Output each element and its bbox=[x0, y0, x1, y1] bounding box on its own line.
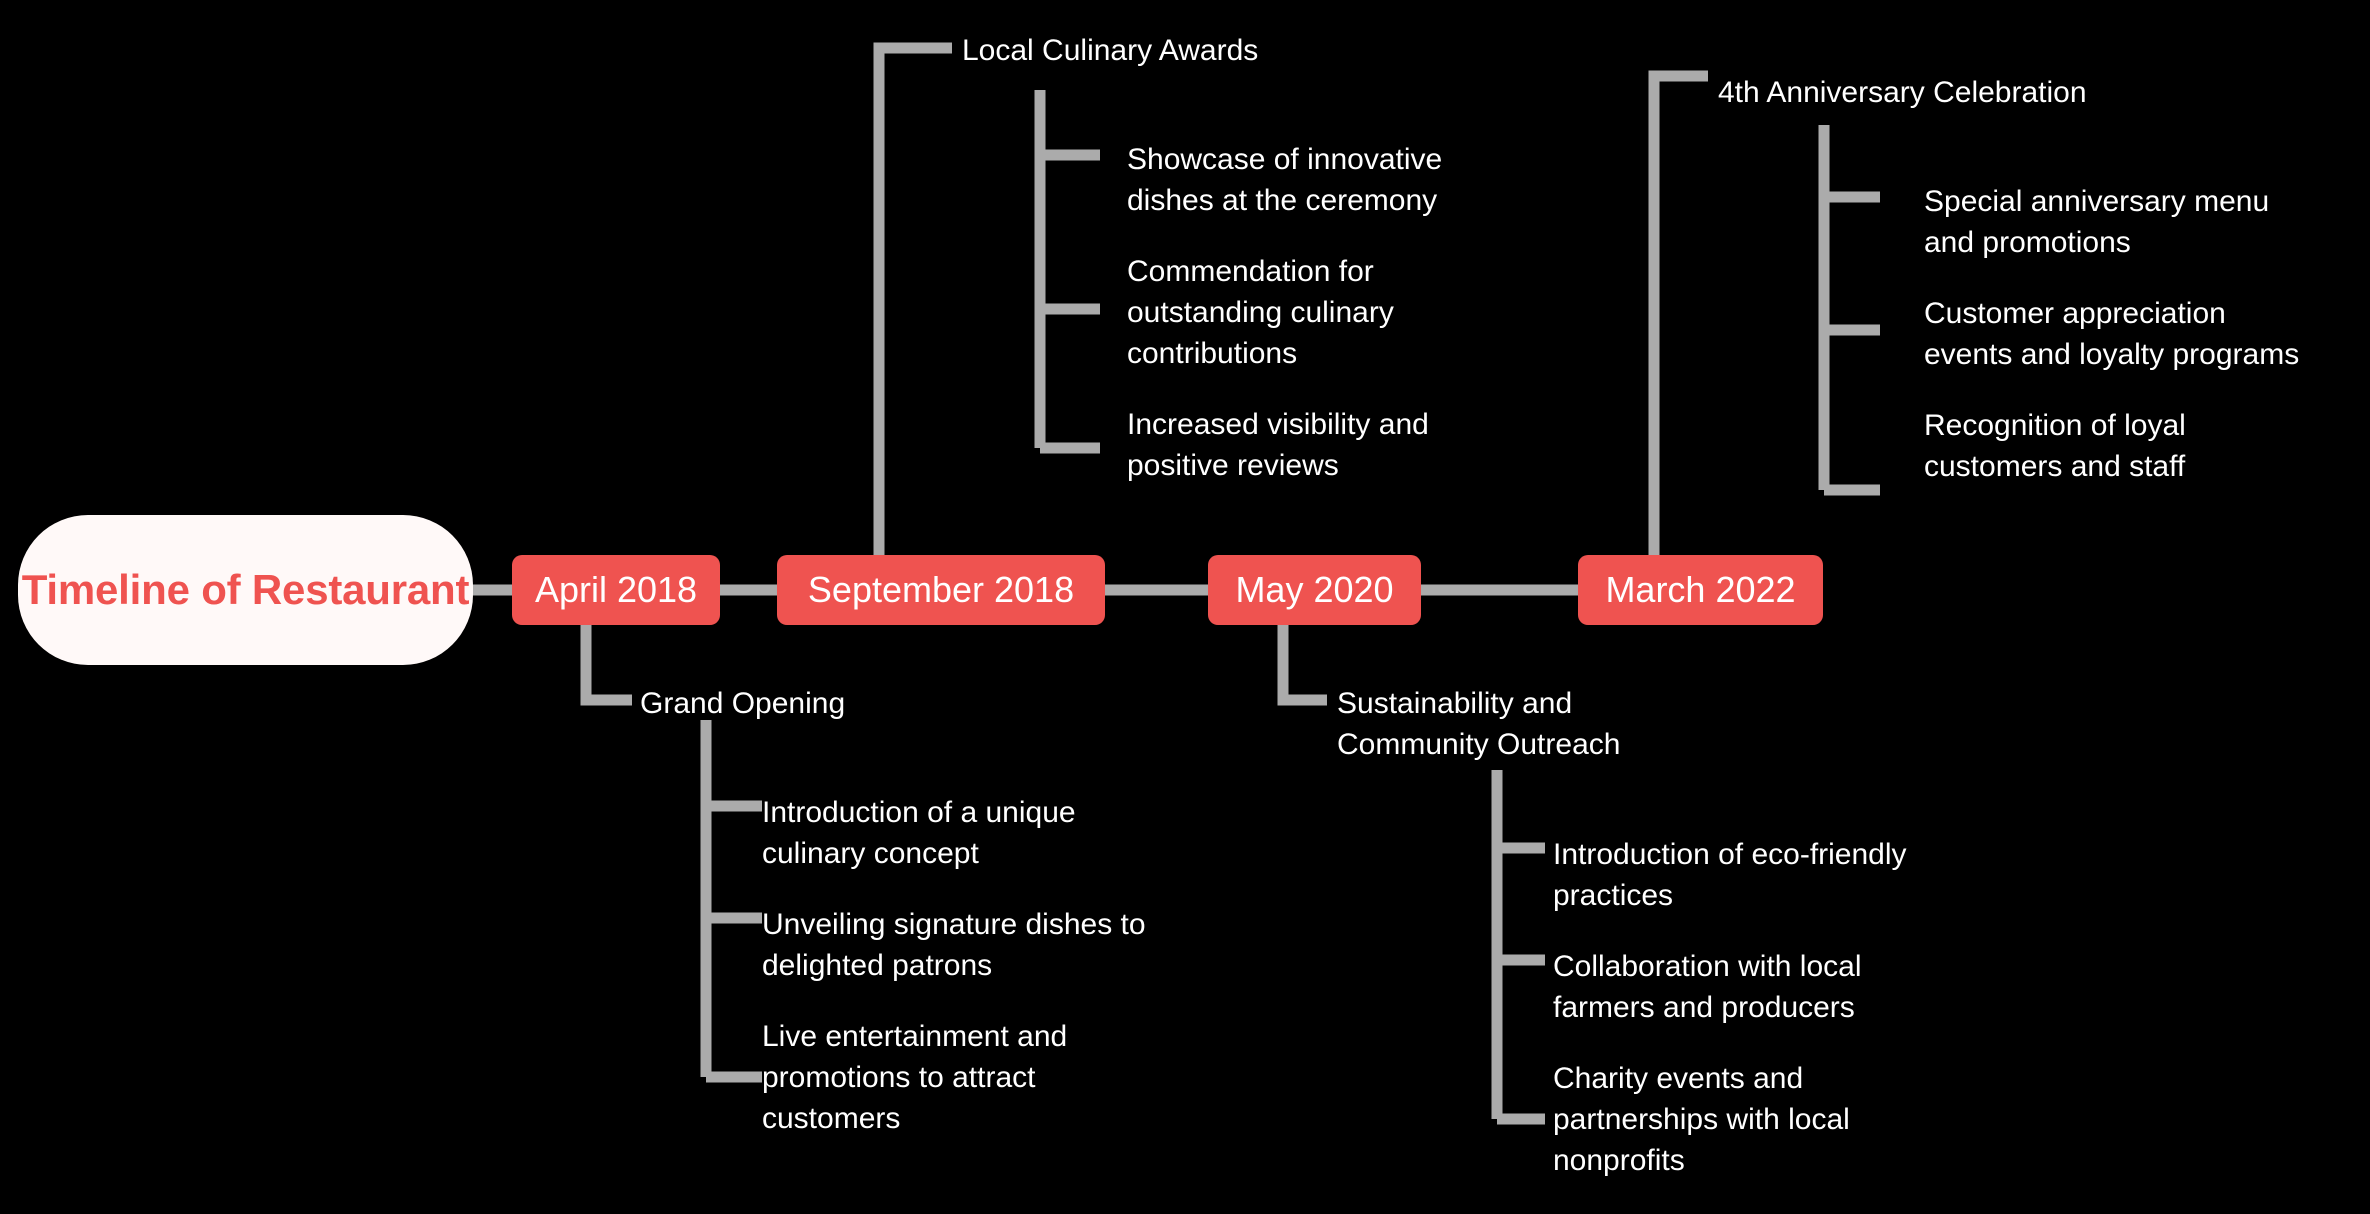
branch-stem-3 bbox=[1648, 70, 1708, 555]
milestone-node-september-2018[interactable]: September 2018 bbox=[777, 555, 1105, 625]
detail-label[interactable]: Recognition of loyal customers and staff bbox=[1924, 409, 2186, 483]
branch-stem-0 bbox=[580, 625, 632, 706]
detail-label[interactable]: Collaboration with local farmers and pro… bbox=[1553, 950, 1862, 1024]
milestone-node-label: April 2018 bbox=[534, 569, 698, 610]
milestone-node-march-2022[interactable]: March 2022 bbox=[1578, 555, 1823, 625]
milestone-node-may-2020[interactable]: May 2020 bbox=[1208, 555, 1421, 625]
detail-label[interactable]: Showcase of innovative dishes at the cer… bbox=[1127, 143, 1443, 217]
detail-label[interactable]: Charity events and partnerships with loc… bbox=[1553, 1062, 1850, 1177]
detail-label[interactable]: Unveiling signature dishes to delighted … bbox=[762, 908, 1146, 982]
milestone-node-label: March 2022 bbox=[1605, 569, 1796, 610]
root-node[interactable]: Timeline of Restaurant bbox=[18, 515, 473, 665]
detail-label[interactable]: Commendation for outstanding culinary co… bbox=[1127, 255, 1394, 370]
event-label-sustainability-community-outreach[interactable]: Sustainability and Community Outreach bbox=[1337, 687, 1621, 761]
event-label-grand-opening[interactable]: Grand Opening bbox=[640, 687, 846, 720]
detail-label[interactable]: Introduction of eco-friendly practices bbox=[1553, 838, 1907, 912]
detail-label[interactable]: Customer appreciation events and loyalty… bbox=[1924, 297, 2300, 371]
event-label-local-culinary-awards[interactable]: Local Culinary Awards bbox=[962, 34, 1259, 67]
detail-label[interactable]: Increased visibility and positive review… bbox=[1127, 408, 1429, 482]
branch-stem-2 bbox=[1277, 625, 1327, 706]
milestone-node-label: May 2020 bbox=[1235, 569, 1394, 610]
detail-label[interactable]: Live entertainment and promotions to att… bbox=[762, 1020, 1068, 1135]
detail-label[interactable]: Special anniversary menu and promotions bbox=[1924, 185, 2270, 259]
root-node-label: Timeline of Restaurant bbox=[21, 566, 470, 614]
milestone-node-april-2018[interactable]: April 2018 bbox=[512, 555, 720, 625]
milestone-node-label: September 2018 bbox=[807, 569, 1075, 610]
event-label-4th-anniversary-celebration[interactable]: 4th Anniversary Celebration bbox=[1718, 76, 2087, 109]
branch-stem-1 bbox=[873, 42, 952, 555]
detail-label[interactable]: Introduction of a unique culinary concep… bbox=[762, 796, 1076, 870]
